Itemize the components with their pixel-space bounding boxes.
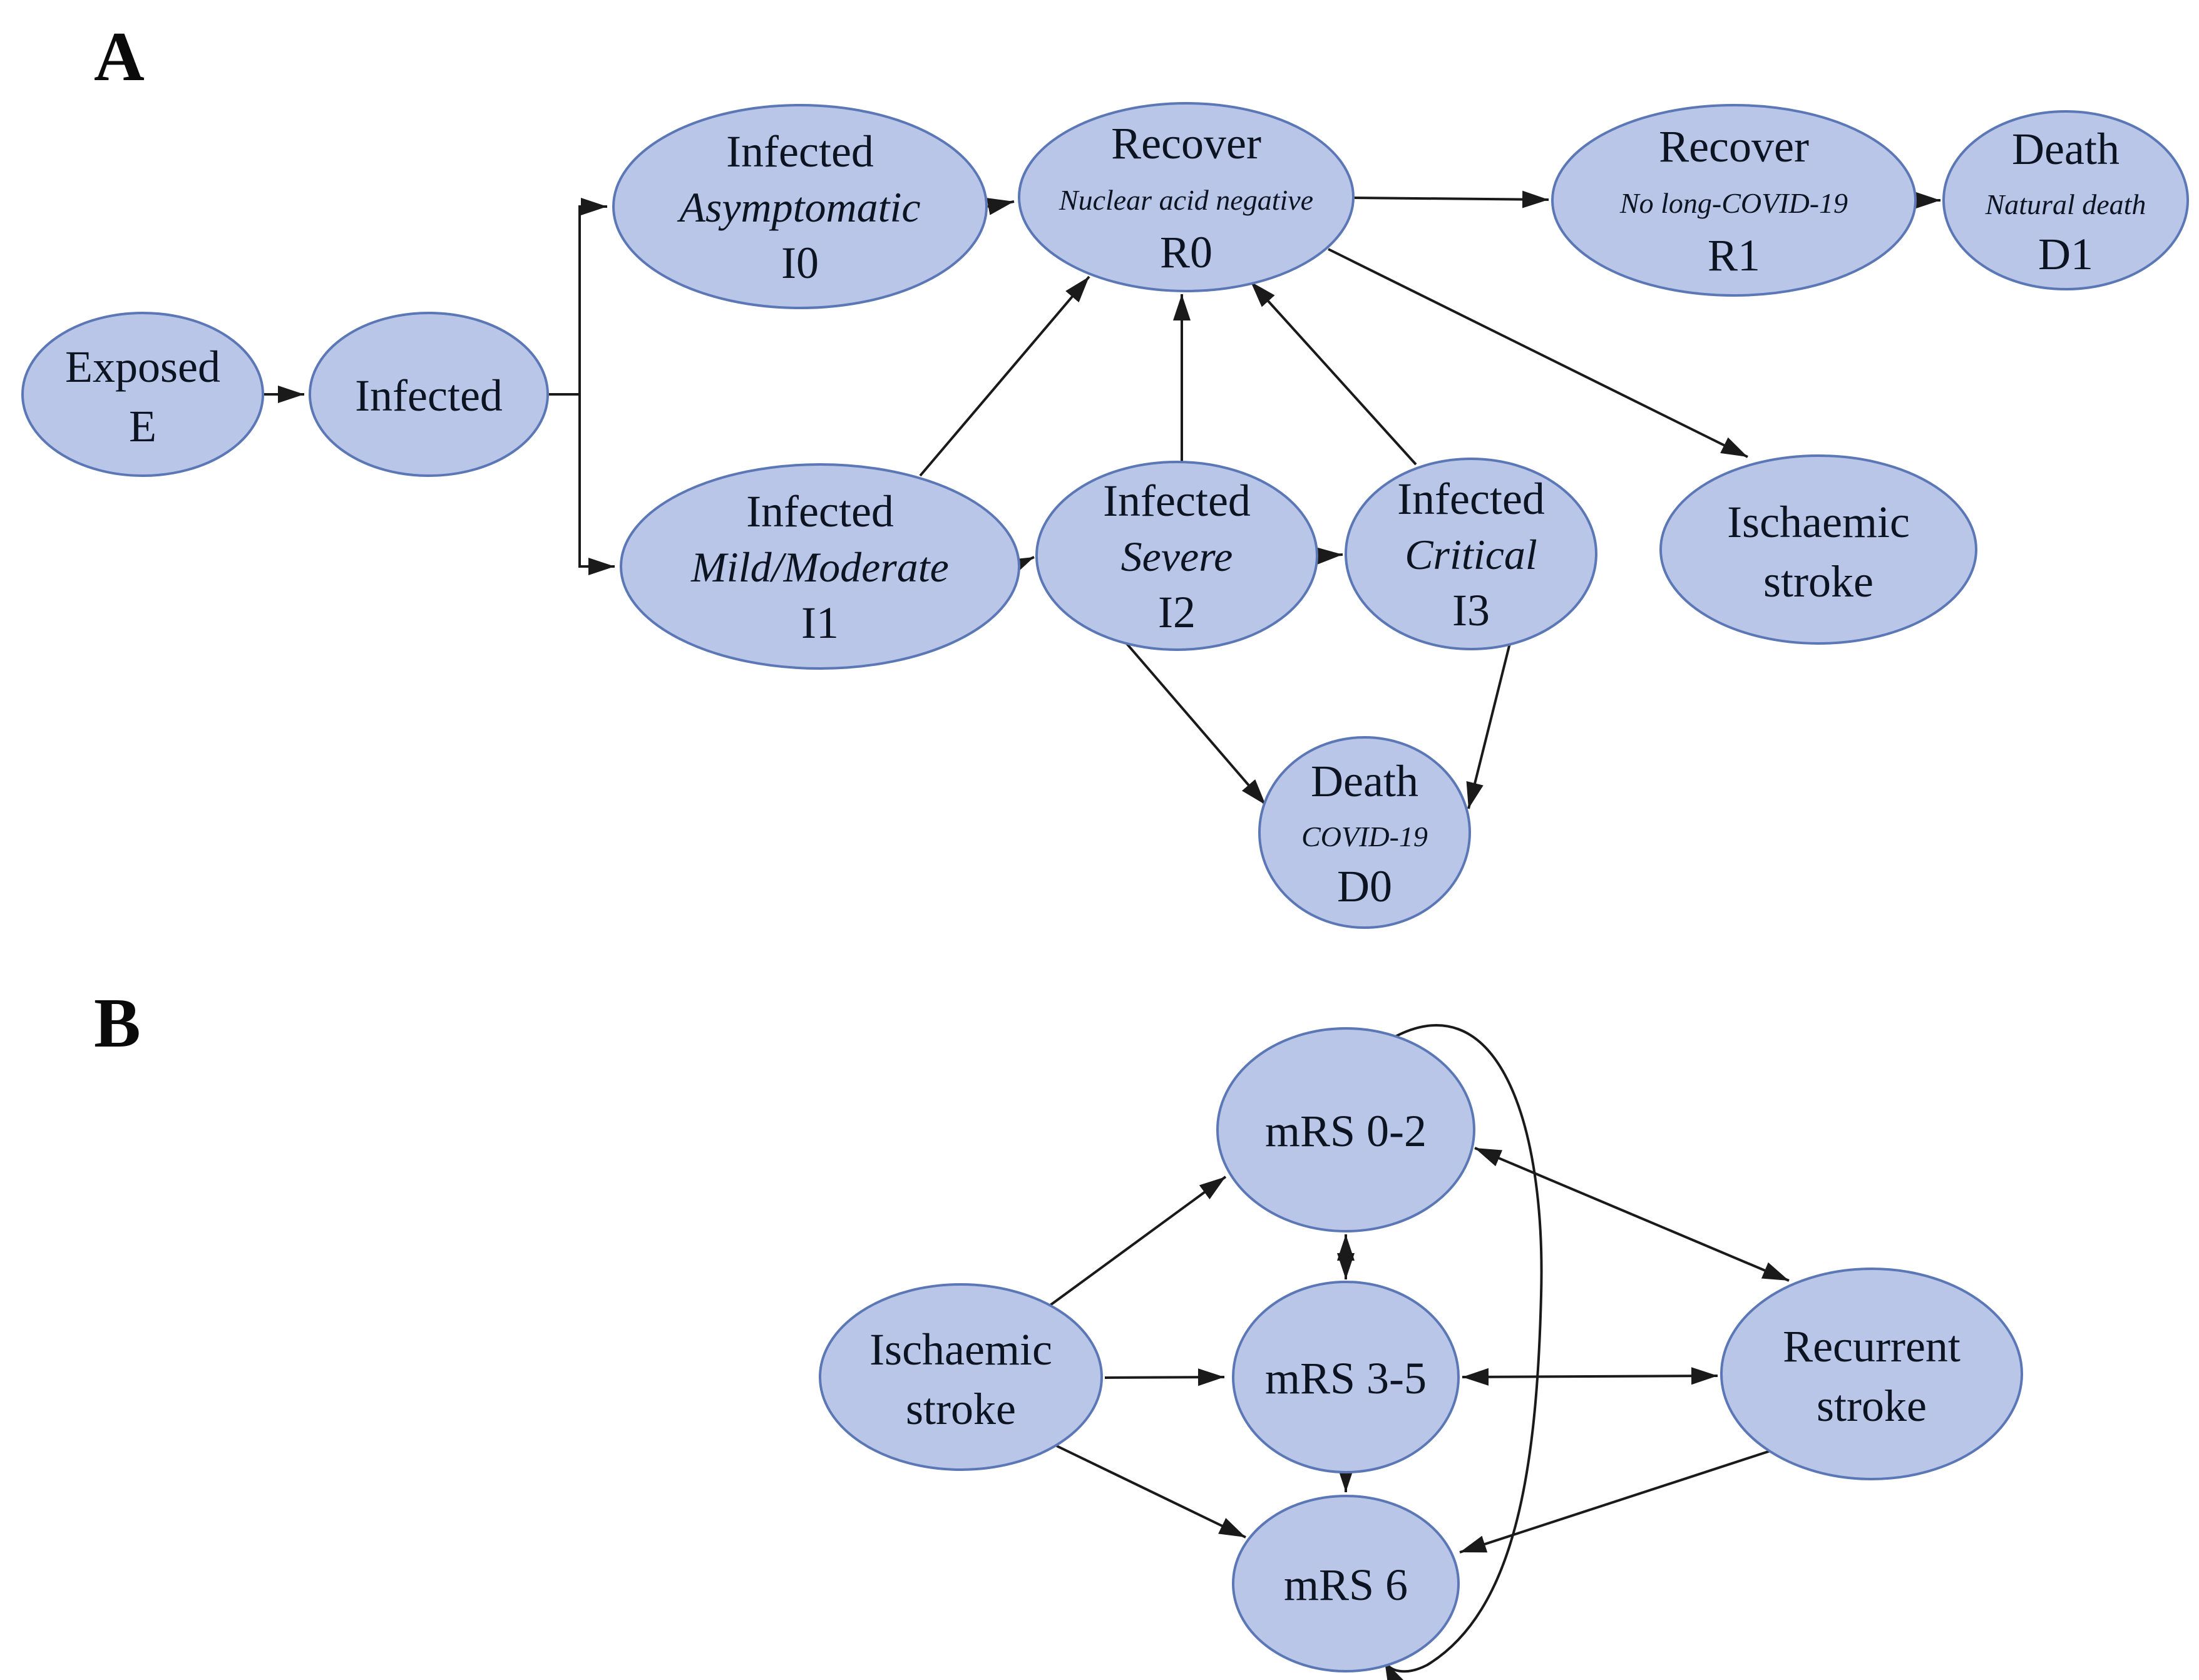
edge-infected-to-i1 — [578, 394, 615, 575]
edge-mrs35-recurrent-left — [1462, 1368, 1591, 1386]
node-mrs6-line-0: mRS 6 — [1284, 1560, 1408, 1610]
node-mrs6-shape — [1232, 1495, 1460, 1672]
edge-r0-to-stroke-a — [1328, 248, 1748, 458]
node-r0-line-1: Nuclear acid negative — [1058, 184, 1313, 216]
edge-infected-to-i0 — [578, 198, 607, 394]
node-r1-line-0: Recover — [1659, 121, 1809, 172]
node-i3-line-0: Infected — [1397, 474, 1545, 524]
node-i2-line-2: I2 — [1158, 587, 1196, 637]
node-i1-line-1: Mild/Moderate — [690, 543, 949, 591]
node-recurrent-line-1: stroke — [1817, 1381, 1927, 1431]
node-d1-shape — [1942, 110, 2189, 290]
node-r0-line-0: Recover — [1111, 118, 1261, 168]
node-mrs6: mRS 6 — [1232, 1495, 1460, 1672]
node-recurrent-shape — [1720, 1268, 2023, 1480]
node-stroke-b: Ischaemic stroke — [819, 1283, 1103, 1471]
node-mrs02-line-0: mRS 0-2 — [1265, 1106, 1427, 1156]
panel-b-label: B — [94, 985, 141, 1062]
edge-i1-to-r0 — [919, 275, 1090, 477]
edge-i1-to-i2 — [1006, 556, 1035, 576]
node-stroke-b-line-1: stroke — [906, 1384, 1016, 1434]
edge-i2-to-i3 — [1316, 547, 1343, 565]
edge-mrs02-recurrent-up — [1474, 1147, 1633, 1216]
node-i0-line-1: Asymptomatic — [677, 183, 920, 231]
node-i1-line-0: Infected — [746, 486, 894, 536]
node-i1-shape — [620, 463, 1020, 670]
node-r1-line-2: R1 — [1708, 230, 1760, 280]
node-i0-line-2: I0 — [781, 238, 819, 288]
edge-i0-to-r0 — [987, 198, 1015, 215]
node-d0-shape — [1258, 736, 1471, 929]
nodes-layer: ExposedEInfectedInfectedAsymptomaticI0Re… — [21, 102, 2189, 1672]
node-d0-line-1: COVID-19 — [1301, 821, 1428, 853]
node-infected: Infected — [309, 312, 549, 477]
edge-mrs02-recurrent-down — [1631, 1213, 1790, 1282]
node-exposed-line-1: E — [129, 401, 156, 451]
node-infected-line-0: Infected — [355, 371, 503, 421]
panel-a-label: A — [94, 18, 145, 96]
edge-mrs02-to-mrs6-curve — [1383, 1024, 1543, 1680]
node-stroke-b-shape — [819, 1283, 1103, 1471]
node-i1-line-2: I1 — [801, 598, 839, 648]
node-stroke-a-line-0: Ischaemic — [1727, 497, 1910, 547]
node-mrs35-line-0: mRS 3-5 — [1265, 1353, 1427, 1403]
edges-layer — [264, 190, 1940, 1680]
node-infected-shape — [309, 312, 549, 477]
node-i3-line-2: I3 — [1452, 585, 1490, 635]
edge-stroke-b-to-mrs6 — [1056, 1445, 1246, 1539]
node-d1-line-2: D1 — [2038, 229, 2093, 279]
node-mrs02-shape — [1216, 1027, 1475, 1232]
node-d1-line-0: Death — [2012, 124, 2120, 174]
node-i2-line-0: Infected — [1103, 476, 1251, 526]
node-exposed-line-0: Exposed — [65, 342, 220, 392]
node-d0-line-2: D0 — [1337, 861, 1392, 911]
node-i0-line-0: Infected — [726, 126, 874, 177]
node-exposed-shape — [21, 312, 264, 477]
edge-stroke-b-to-mrs02 — [1049, 1175, 1227, 1306]
edge-r0-to-r1 — [1354, 190, 1549, 208]
node-d1-line-1: Natural death — [1985, 188, 2146, 220]
node-mrs35-shape — [1232, 1281, 1460, 1473]
edge-i3-to-d0 — [1466, 643, 1511, 809]
node-r1-shape — [1551, 104, 1917, 297]
node-recurrent: Recurrent stroke — [1720, 1268, 2023, 1480]
node-stroke-a: Ischaemic stroke — [1659, 454, 1977, 645]
edge-i3-to-r0 — [1249, 280, 1417, 466]
node-i3-line-1: Critical — [1405, 531, 1537, 578]
node-mrs35: mRS 3-5 — [1232, 1281, 1460, 1473]
node-stroke-a-shape — [1659, 454, 1977, 645]
edge-recurrent-to-mrs6 — [1459, 1450, 1771, 1554]
node-r1-line-1: No long-COVID-19 — [1619, 187, 1848, 219]
node-recurrent-line-0: Recurrent — [1783, 1321, 1961, 1371]
edge-stroke-b-to-mrs35 — [1104, 1368, 1225, 1386]
node-stroke-b-line-0: Ischaemic — [869, 1324, 1052, 1375]
node-i3-shape — [1345, 458, 1597, 650]
node-d0-line-0: Death — [1311, 756, 1418, 806]
node-r0-shape — [1018, 102, 1355, 292]
node-mrs02: mRS 0-2 — [1216, 1027, 1475, 1232]
node-i2-shape — [1035, 461, 1318, 651]
node-i0-shape — [612, 104, 988, 309]
node-stroke-a-line-1: stroke — [1763, 556, 1874, 607]
node-r0-line-2: R0 — [1160, 227, 1212, 277]
edge-i2-to-d0 — [1124, 641, 1267, 806]
node-i2-line-1: Severe — [1121, 533, 1233, 580]
